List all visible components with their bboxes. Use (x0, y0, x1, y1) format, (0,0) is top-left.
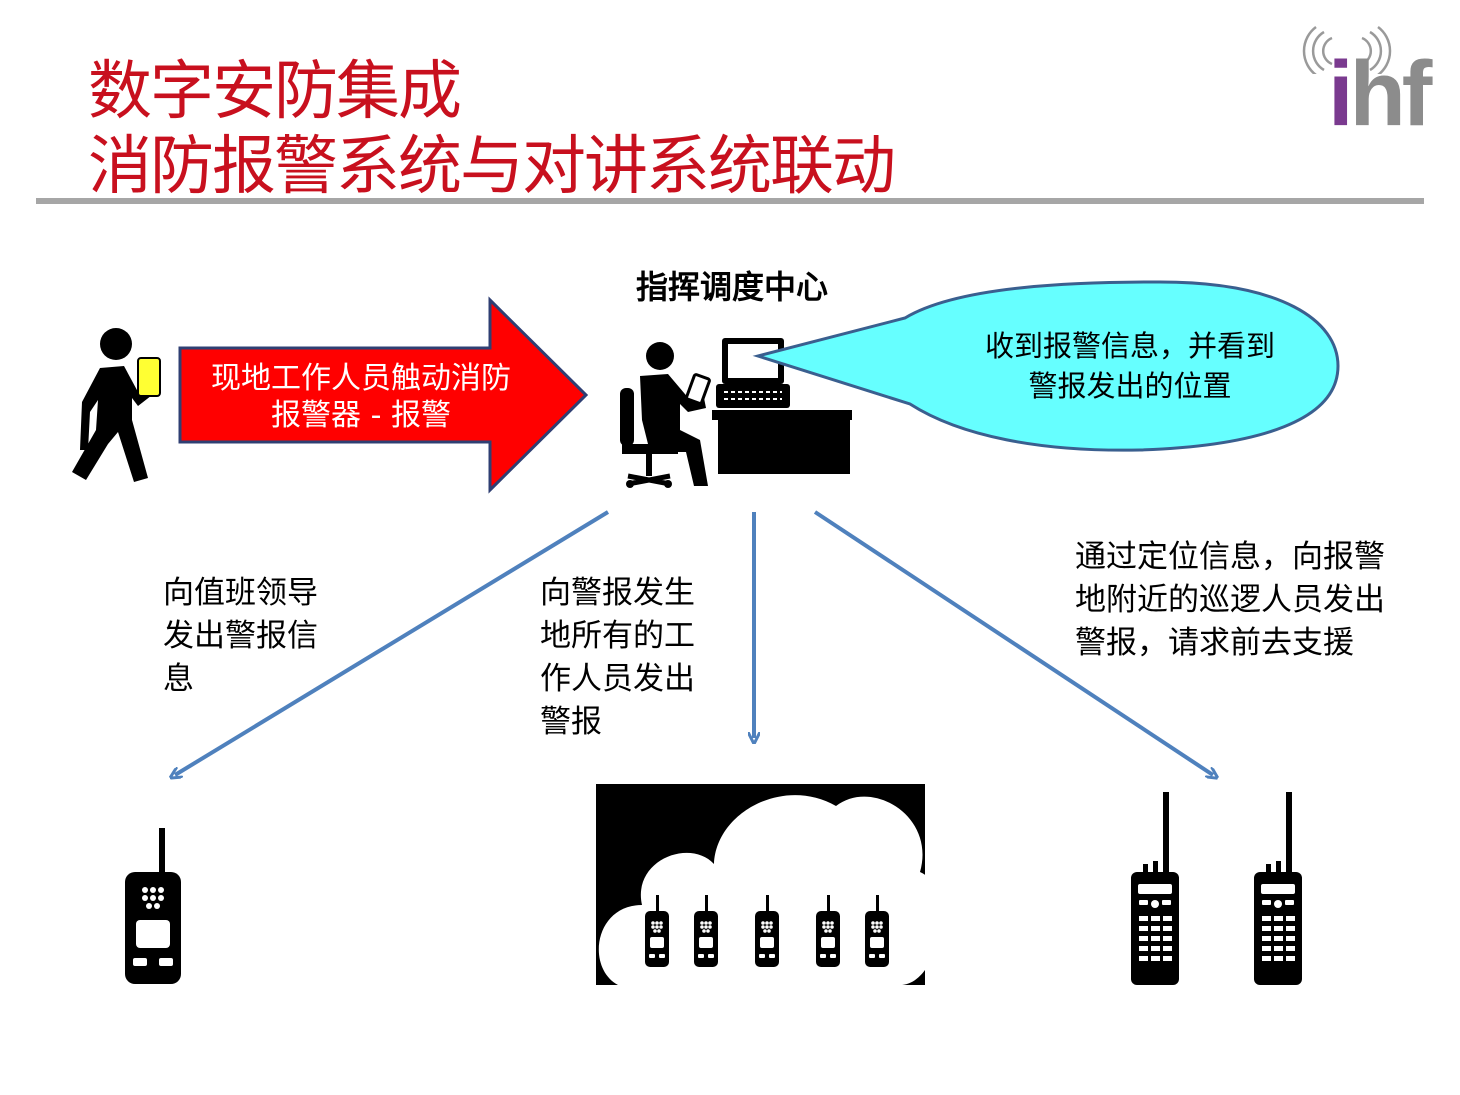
command-center-label: 指挥调度中心 (636, 268, 829, 306)
patrol-radios-icon (1131, 792, 1302, 985)
title-divider (36, 198, 1424, 204)
operator-desk-icon (620, 338, 852, 488)
patrol-alert-label: 通过定位信息，向报警 地附近的巡逻人员发出 警报，请求前去支援 (1075, 539, 1385, 661)
walking-person-icon (72, 328, 161, 482)
ihf-logo: ihf (1328, 43, 1432, 145)
speech-bubble (752, 280, 1340, 452)
page-subtitle: 消防报警系统与对讲系统联动 (88, 130, 896, 204)
cloud-radio-group-icon (596, 784, 941, 985)
signal-waves-icon (1302, 26, 1392, 74)
page-title: 数字安防集成 (88, 55, 462, 129)
arrow-to-leader (175, 510, 610, 775)
bubble-label: 收到报警信息，并看到 警报发出的位置 (984, 329, 1275, 403)
arrow-to-patrol (813, 510, 1213, 775)
onsite-alert-label: 向警报发生 地所有的工 作人员发出 警报 (540, 575, 695, 740)
leader-radio-icon (125, 828, 181, 984)
alarm-trigger-arrow (178, 296, 589, 494)
leader-alert-label: 向值班领导 发出警报信 息 (163, 575, 318, 697)
arrow-label: 现地工作人员触动消防 报警器 - 报警 (211, 361, 511, 433)
